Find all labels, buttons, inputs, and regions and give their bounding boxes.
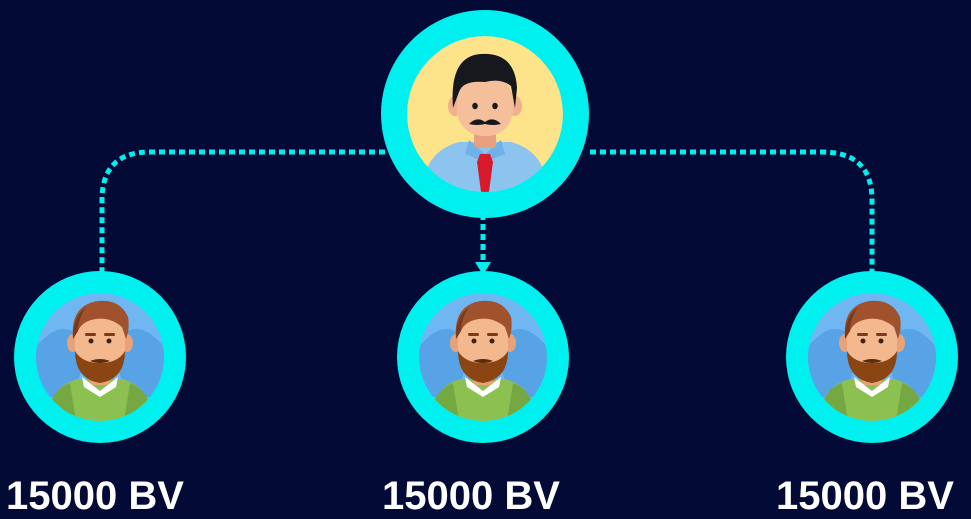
bv-label-left: 15000 BV <box>6 474 184 518</box>
arrowhead-icon <box>475 262 491 275</box>
child-node-right <box>786 271 958 443</box>
bearded-man-avatar-icon <box>419 293 547 421</box>
child-node-left <box>14 271 186 443</box>
connector-right <box>590 149 875 290</box>
connector-left <box>99 149 385 290</box>
bv-label-right: 15000 BV <box>776 474 954 518</box>
businessman-avatar-icon <box>407 36 563 192</box>
bearded-man-avatar-icon <box>808 293 936 421</box>
bv-label-center: 15000 BV <box>382 474 560 518</box>
child-node-center <box>397 271 569 443</box>
bearded-man-avatar-icon <box>36 293 164 421</box>
root-node <box>381 10 589 218</box>
